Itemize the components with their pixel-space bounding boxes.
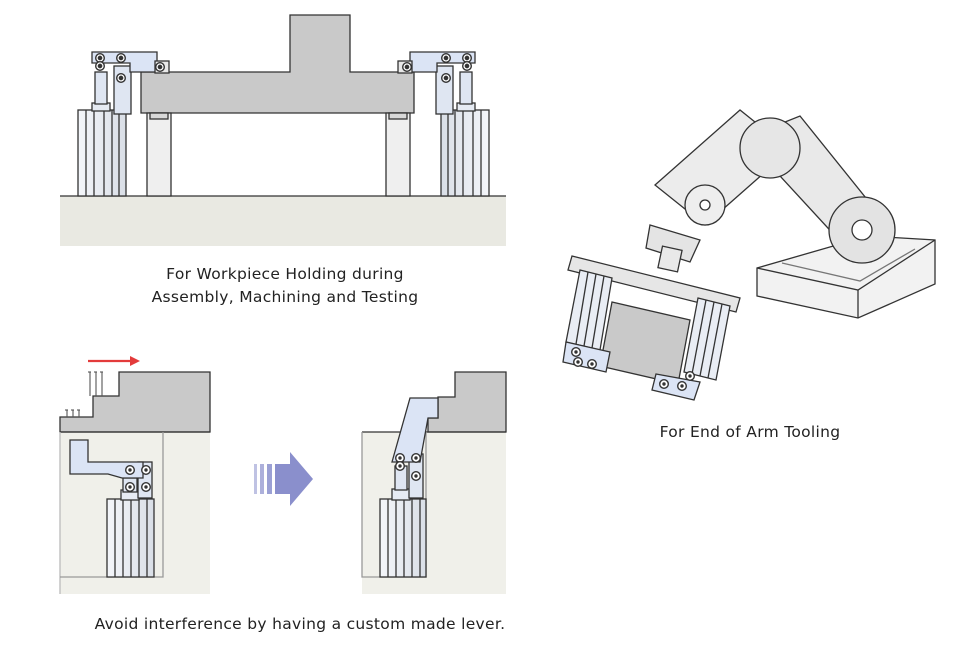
bolt-icon [677,381,687,391]
bolt-icon [140,482,152,492]
bolt-icon [395,461,405,471]
custom-lever [391,397,439,463]
bolt-icon [154,62,166,73]
swing-clamp-left [77,51,170,197]
gripped-workpiece [599,301,691,385]
bolt-icon [685,371,695,381]
support-post-right [385,112,411,197]
bolt-icon [124,465,136,475]
bolt-icon [441,72,451,84]
lever-before-illustration [59,356,211,594]
workpiece-block [140,14,415,114]
motion-lines [65,371,103,417]
bolt-icon [115,53,127,63]
bolt-icon [587,359,597,369]
bolt-icon [115,72,127,84]
tool-mounting-plate [567,255,741,313]
support-post-left [146,112,172,197]
bolt-icon [441,53,451,63]
caption-line-2: Assembly, Machining and Testing [151,288,419,306]
red-motion-arrow [88,356,140,366]
lever-after-illustration [361,371,507,594]
bolt-icon [411,471,421,481]
transition-arrow-icon [254,452,313,506]
bolt-icon [462,61,472,72]
bolt-icon [573,357,583,367]
bolt-icon [411,453,421,463]
bolt-icon [571,347,581,357]
bolt-icon [94,61,106,72]
caption-end-of-arm: For End of Arm Tooling [659,423,841,441]
standard-lever [69,439,144,479]
caption-line-1: For Workpiece Holding during [166,265,404,283]
floor-slab [60,196,506,246]
bolt-icon [402,62,412,73]
bolt-icon [124,482,136,492]
workpiece-step-before [59,371,211,433]
workpiece-step-after [427,371,507,433]
swing-clamp-right [397,51,490,197]
bolt-icon [659,379,669,389]
robot-arm-illustration [562,109,936,401]
bolt-icon [140,465,152,475]
caption-workpiece-holding: For Workpiece Holding during Assembly, M… [90,263,480,309]
caption-custom-lever: Avoid interference by having a custom ma… [94,615,506,633]
workpiece-holding-illustration [60,14,506,246]
